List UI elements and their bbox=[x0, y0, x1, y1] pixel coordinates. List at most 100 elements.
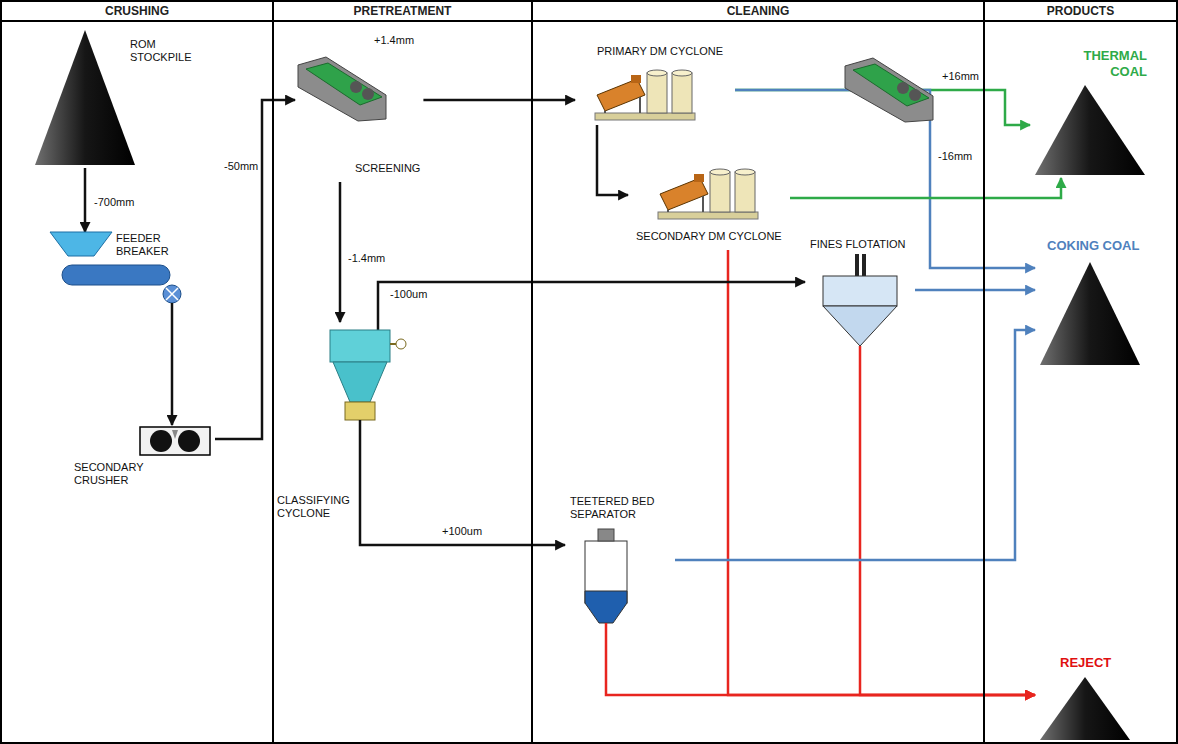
flow-line bbox=[171, 312, 174, 425]
cell-cone bbox=[823, 306, 897, 346]
crusher: SECONDARY CRUSHER bbox=[72, 425, 215, 497]
drum-cross bbox=[166, 288, 178, 300]
tank-top bbox=[710, 169, 730, 175]
cyclone-cone bbox=[333, 362, 387, 402]
equipment-label: CLASSIFYING CYCLONE bbox=[277, 494, 353, 520]
stub bbox=[171, 303, 174, 312]
stub bbox=[605, 623, 608, 645]
stockpile bbox=[1040, 677, 1130, 740]
flow-line bbox=[915, 289, 1035, 292]
section-heading: PRODUCTS bbox=[985, 2, 1176, 22]
motor bbox=[362, 88, 374, 100]
flow-line bbox=[84, 168, 87, 232]
equipment-icon bbox=[30, 28, 215, 168]
size-label: -16mm bbox=[936, 150, 974, 163]
equipment-icon bbox=[1035, 238, 1172, 368]
crusher-frame bbox=[140, 427, 210, 455]
size-label: -50mm bbox=[222, 160, 260, 173]
tank-top bbox=[647, 70, 667, 76]
screen-body bbox=[298, 57, 386, 121]
cell bbox=[823, 276, 897, 306]
inlet bbox=[694, 174, 704, 182]
flow-line bbox=[339, 182, 342, 322]
legs bbox=[668, 196, 703, 212]
flow-line bbox=[597, 125, 628, 195]
cyclone-barrel bbox=[330, 330, 390, 362]
section-heading: PRETREATMENT bbox=[274, 2, 531, 22]
screen-deck bbox=[306, 63, 382, 105]
size-label: -700mm bbox=[92, 196, 136, 209]
product-pile: THERMAL COAL bbox=[1030, 48, 1165, 178]
motor bbox=[909, 89, 921, 101]
inlet bbox=[396, 339, 406, 349]
flow-line bbox=[215, 100, 295, 439]
section-column: PRETREATMENT SCREENING CLASSIFYING CYCLONE bbox=[274, 0, 533, 744]
tank-top bbox=[672, 70, 692, 76]
flow-line bbox=[675, 330, 1035, 560]
equipment-label: SECONDARY DM CYCLONE bbox=[636, 230, 782, 243]
inlet bbox=[631, 75, 641, 83]
product-pile: COKING COAL bbox=[1035, 238, 1172, 368]
equipment-label: TEETERED BED SEPARATOR bbox=[570, 495, 665, 521]
section-heading: CLEANING bbox=[533, 2, 983, 22]
equipment-label: FEEDER BREAKER bbox=[116, 232, 178, 258]
teeter-bed bbox=[585, 591, 627, 623]
screen-group bbox=[298, 57, 386, 121]
cyclone bbox=[597, 79, 645, 111]
equipment-label: SCREENING bbox=[355, 162, 420, 175]
screen-body bbox=[845, 58, 933, 122]
dm-cyclone: SECONDARY DM CYCLONE bbox=[628, 160, 790, 250]
equipment-label: REJECT bbox=[1060, 655, 1111, 671]
tank bbox=[710, 172, 730, 212]
equipment-label: FINES FLOTATION bbox=[810, 238, 906, 251]
underflow-stub bbox=[359, 420, 362, 530]
flow-line bbox=[606, 645, 1035, 695]
flow-line bbox=[728, 250, 1035, 695]
tank bbox=[672, 73, 692, 113]
equipment-label: COKING COAL bbox=[1047, 238, 1139, 254]
roll bbox=[178, 430, 200, 452]
screen: SCREENING bbox=[295, 52, 423, 182]
teetered-bed-separator: TEETERED BED SEPARATOR bbox=[565, 495, 675, 645]
conveyor bbox=[62, 265, 170, 285]
size-label: +16mm bbox=[940, 70, 981, 83]
spigot bbox=[345, 402, 375, 420]
legs bbox=[605, 97, 640, 113]
drive bbox=[598, 529, 614, 541]
equipment-label: PRIMARY DM CYCLONE bbox=[597, 45, 723, 58]
classifying-cyclone: CLASSIFYING CYCLONE bbox=[275, 322, 445, 530]
size-label: +1.4mm bbox=[372, 34, 416, 47]
product-pile: REJECT bbox=[1035, 655, 1145, 742]
equipment-label: THERMAL COAL bbox=[1075, 48, 1147, 79]
section-column: CLEANING PRIMARY DM CYCLONE SECONDARY DM C… bbox=[533, 0, 985, 744]
flow-line bbox=[378, 282, 805, 322]
base bbox=[595, 113, 695, 120]
size-label: -1.4mm bbox=[346, 252, 387, 265]
flow-line bbox=[423, 99, 575, 102]
size-label: +100um bbox=[440, 525, 484, 538]
stockpile bbox=[35, 30, 135, 165]
breaker-drum bbox=[163, 285, 181, 303]
section-heading: CRUSHING bbox=[2, 2, 272, 22]
flow-line bbox=[790, 178, 1061, 198]
dm-cyclone: PRIMARY DM CYCLONE bbox=[575, 45, 735, 125]
overflow-stub bbox=[377, 322, 380, 330]
section-column: CRUSHINGROM STOCKPILEFEEDER BREAKERSECON… bbox=[0, 0, 274, 744]
flotation-cell: FINES FLOTATION bbox=[805, 238, 915, 365]
size-label: -100um bbox=[388, 288, 429, 301]
cyclone bbox=[660, 178, 708, 210]
tank bbox=[647, 73, 667, 113]
base bbox=[658, 212, 758, 219]
stockpile bbox=[1035, 85, 1145, 175]
nip bbox=[172, 430, 178, 439]
sizing-screen bbox=[845, 58, 933, 122]
roll bbox=[150, 430, 172, 452]
tank bbox=[735, 172, 755, 212]
equipment-label: SECONDARY CRUSHER bbox=[74, 461, 149, 487]
feeder-breaker: FEEDER BREAKER bbox=[50, 232, 185, 312]
screen-deck bbox=[853, 64, 929, 106]
connectors bbox=[85, 90, 1061, 695]
